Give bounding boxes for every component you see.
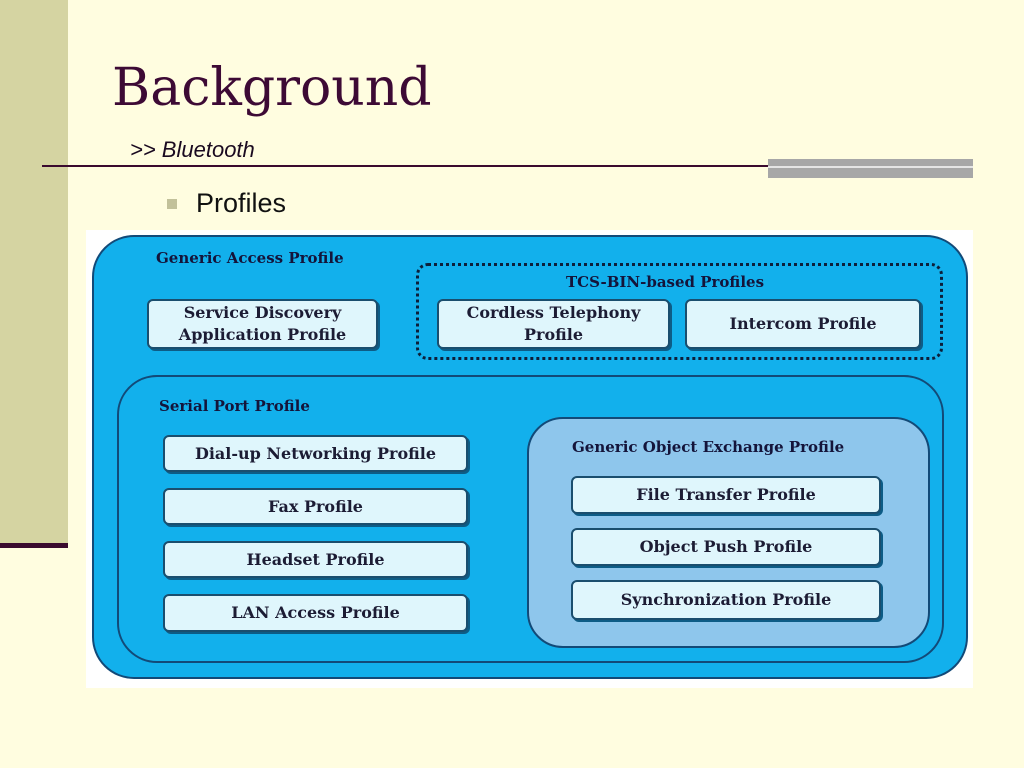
lan-access-profile-label: LAN Access Profile [231, 603, 400, 623]
side-rule [0, 543, 68, 548]
generic-access-profile-label: Generic Access Profile [156, 249, 344, 267]
synchronization-profile-label: Synchronization Profile [620, 590, 832, 610]
bullet-marker-icon [167, 199, 177, 209]
slide-title: Background [112, 58, 432, 118]
headset-profile-label: Headset Profile [246, 549, 385, 569]
service-discovery-profile-label: Service Discovery Application Profile [178, 303, 347, 344]
headset-profile-box: Headset Profile [163, 541, 468, 578]
title-rule-accent [768, 159, 973, 178]
lan-access-profile-box: LAN Access Profile [163, 594, 468, 632]
object-push-profile-label: Object Push Profile [639, 537, 813, 557]
side-band [0, 0, 68, 545]
title-rule [42, 165, 972, 167]
file-transfer-profile-box: File Transfer Profile [571, 476, 881, 514]
dialup-networking-profile-label: Dial-up Networking Profile [194, 443, 437, 463]
serial-port-profile-label: Serial Port Profile [159, 397, 310, 415]
service-discovery-profile-box: Service Discovery Application Profile [147, 299, 378, 349]
intercom-profile-box: Intercom Profile [685, 299, 921, 349]
profiles-diagram: Generic Access Profile Service Discovery… [86, 230, 973, 688]
slide-subtitle: >> Bluetooth [130, 137, 255, 162]
cordless-telephony-profile-box: Cordless Telephony Profile [437, 299, 670, 349]
bullet-profiles: Profiles [196, 188, 287, 218]
fax-profile-label: Fax Profile [268, 496, 363, 516]
file-transfer-profile-label: File Transfer Profile [636, 485, 816, 505]
tcs-bin-profiles-label: TCS-BIN-based Profiles [566, 273, 765, 291]
intercom-profile-label: Intercom Profile [729, 314, 877, 334]
dialup-networking-profile-box: Dial-up Networking Profile [163, 435, 468, 472]
fax-profile-box: Fax Profile [163, 488, 468, 525]
cordless-telephony-profile-label: Cordless Telephony Profile [466, 303, 641, 344]
object-push-profile-box: Object Push Profile [571, 528, 881, 566]
synchronization-profile-box: Synchronization Profile [571, 580, 881, 620]
tcs-bin-profiles-group [416, 263, 943, 360]
generic-object-exchange-profile-label: Generic Object Exchange Profile [572, 438, 845, 456]
